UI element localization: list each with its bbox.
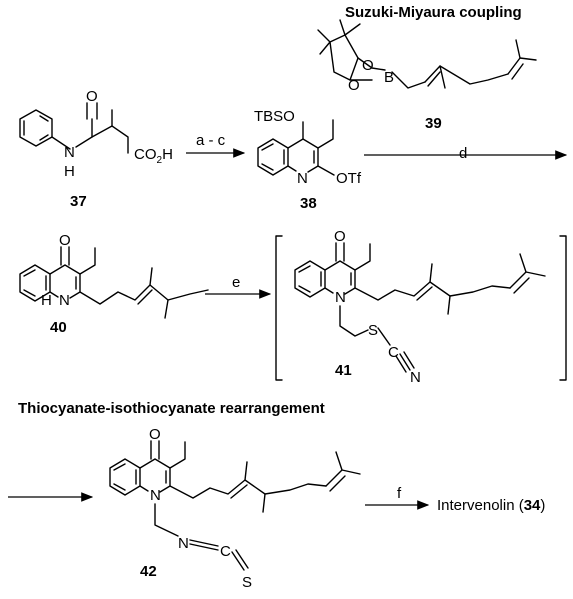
compound-41: O N S C N 41 xyxy=(275,228,567,386)
atom-o-41: O xyxy=(334,228,346,245)
compound-number-38: 38 xyxy=(300,195,317,212)
condition-f: f xyxy=(397,485,402,502)
condition-d: d xyxy=(459,145,467,162)
otf-label: OTf xyxy=(336,170,362,187)
atom-n-41: N xyxy=(335,289,346,306)
atom-nh-n-40: N xyxy=(59,292,70,309)
compound-number-37: 37 xyxy=(70,193,87,210)
atom-b-39: B xyxy=(384,69,394,86)
atom-c-41: C xyxy=(388,344,399,361)
atom-n-42: N xyxy=(150,487,161,504)
compound-39: O O B 39 xyxy=(317,19,537,132)
atom-n2-41: N xyxy=(410,369,421,386)
atom-o-39a: O xyxy=(362,57,374,74)
atom-h-37: H xyxy=(64,163,75,180)
atom-c-42: C xyxy=(220,543,231,560)
atom-s-42: S xyxy=(242,574,252,591)
atom-o-37: O xyxy=(86,88,98,105)
atom-nh-h-40: H xyxy=(41,292,52,309)
product-label: Intervenolin (34) xyxy=(437,497,545,514)
compound-number-42: 42 xyxy=(140,563,157,580)
atom-n2-42: N xyxy=(178,535,189,552)
tbso-label: TBSO xyxy=(254,108,295,125)
compound-37: O N H CO2H 37 xyxy=(19,88,173,210)
atom-o-40: O xyxy=(59,232,71,249)
rearrangement-heading: Thiocyanate-isothiocyanate rearrangement xyxy=(18,400,325,417)
compound-40: O N H 40 xyxy=(19,232,209,336)
compound-number-41: 41 xyxy=(335,362,352,379)
condition-e: e xyxy=(232,274,240,291)
atom-n-37: N xyxy=(64,144,75,161)
condition-a-c: a - c xyxy=(196,132,226,149)
carboxylic-acid-label: CO2H xyxy=(134,146,173,166)
compound-number-39: 39 xyxy=(425,115,442,132)
atom-n-38: N xyxy=(297,170,308,187)
atom-s-41: S xyxy=(368,322,378,339)
suzuki-heading: Suzuki-Miyaura coupling xyxy=(345,4,522,21)
compound-42: O N N C S 42 xyxy=(109,426,361,591)
atom-o-42: O xyxy=(149,426,161,443)
compound-number-40: 40 xyxy=(50,319,67,336)
compound-38: TBSO N OTf 38 xyxy=(254,108,362,212)
atom-o-39b: O xyxy=(348,77,360,94)
